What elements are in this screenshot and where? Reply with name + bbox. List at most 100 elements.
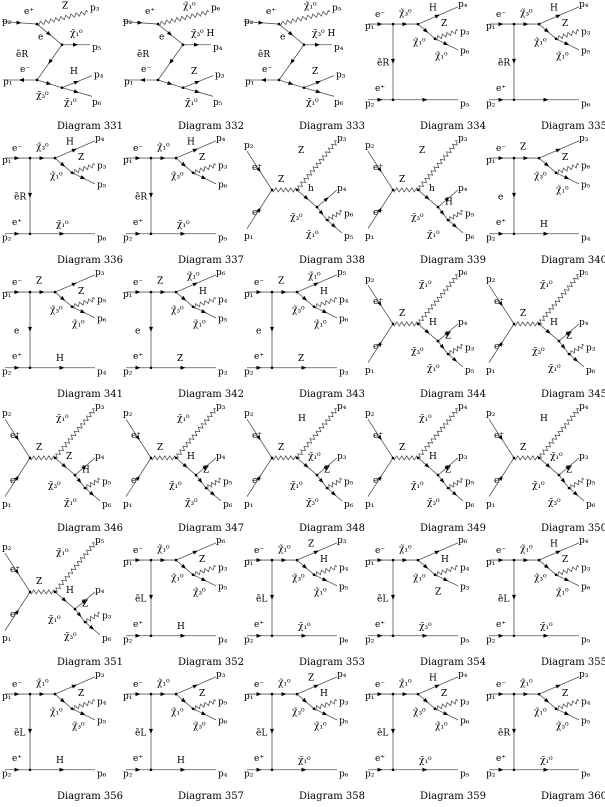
vertex [270,768,274,772]
particle-label: p₄ [95,452,105,462]
arrow-icon [192,550,198,555]
particle-label: H [187,452,195,462]
particle-label: χ̃₁⁰ [304,1,317,12]
particle-label: p₄ [579,0,589,10]
particle-label: p₂ [486,770,496,780]
particle-label: e⁺ [133,218,143,228]
particle-label: p₂ [365,770,375,780]
particle-label: e⁻ [133,278,143,288]
arrow-icon [180,231,186,236]
particle-label: e⁻ [133,546,143,556]
arrow-icon [451,356,458,362]
arrow-icon [318,209,324,216]
particle-label: Z [298,146,304,156]
vertex [28,692,32,696]
vertex [537,22,541,26]
particle-label: p₁ [486,500,495,510]
particle-label: p₆ [458,268,468,278]
vertex [174,290,178,294]
arrow-icon [498,633,504,638]
arrow-icon [59,231,65,236]
boson-line [513,321,540,327]
vertex [557,473,561,477]
particle-label: χ̃₃⁰ [171,171,184,182]
arrow-icon [180,161,187,167]
arrow-icon [422,633,428,638]
particle-label: p₂ [123,17,133,27]
arrow-icon [14,365,20,370]
boson-line [71,296,96,309]
diagram-caption: Diagram 342 [177,389,245,400]
particle-label: p₂ [486,409,496,419]
arrow-icon [563,711,570,716]
arrow-icon [270,728,274,734]
particle-label: H [56,354,64,364]
particle-label: p₅ [460,636,470,646]
particle-label: Z [199,689,205,699]
diagram-caption: Diagram 344 [419,389,487,400]
particle-label: p₃ [337,134,347,144]
particle-label: p₃ [336,70,346,80]
diagram-caption: Diagram 348 [298,523,366,534]
particle-label: p₁ [365,232,374,242]
particle-label: p₂ [365,409,375,419]
diagram-caption: Diagram 332 [177,121,245,132]
arrow-icon [167,81,173,85]
particle-label: χ̃₃⁰ [193,587,206,598]
boson-line [568,477,585,490]
particle-label: ẽR [377,57,389,68]
particle-label: p₁ [2,500,11,510]
boson-line [192,296,217,309]
arrow-icon [200,711,207,716]
particle-label: ẽR [16,49,28,60]
particle-label: χ̃₃⁰ [520,8,533,19]
particle-label: p₄ [216,134,226,144]
particle-label: e⁻ [375,546,385,556]
diagram-caption: Diagram 346 [56,523,124,534]
arrow-icon [180,295,187,301]
arrow-icon [160,290,166,295]
particle-label: H [550,539,558,549]
particle-label: p₆ [223,500,233,510]
particle-label: p₆ [586,500,596,510]
particle-label: χ̃₁⁰ [534,707,547,718]
arrow-icon [523,692,529,697]
arrow-icon [434,14,440,19]
particle-label: χ̃₁⁰ [413,573,426,584]
particle-label: H [550,318,558,328]
arrow-icon [321,577,328,582]
vertex [557,339,561,343]
particle-label: p₁ [365,692,374,702]
particle-label: Z [66,452,72,462]
vertex [270,634,274,638]
particle-label: p₆ [344,210,354,220]
particle-label: χ̃₁⁰ [435,51,448,62]
arrow-icon [442,577,449,582]
particle-label: p₄ [458,670,468,680]
vertex [28,366,32,370]
particle-label: p₄ [95,586,105,596]
arrow-icon [202,465,208,470]
particle-label: e⁺ [494,431,504,441]
vertex [73,473,77,477]
particle-label: p₃ [216,670,226,680]
particle-label: p₃ [339,368,349,378]
vertex [53,156,57,160]
particle-label: p₂ [2,368,12,378]
particle-label: p₅ [213,98,223,108]
arrow-icon [256,434,261,441]
arrow-icon [303,195,309,200]
particle-label: Z [78,153,84,163]
particle-label: e⁺ [375,84,385,94]
vertex [28,768,32,772]
particle-label: p₅ [218,582,228,592]
particle-label: e⁺ [133,352,143,362]
particle-label: χ̃₃⁰ [534,171,547,182]
particle-label: e⁻ [254,680,264,690]
vertex [295,188,299,192]
